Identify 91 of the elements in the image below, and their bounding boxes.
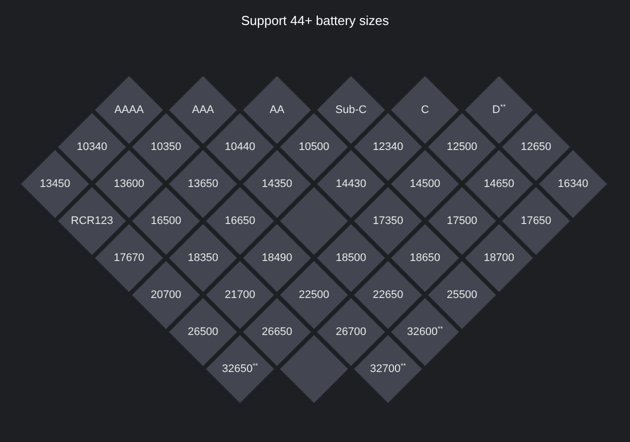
size-label: 17670 [114, 252, 144, 264]
size-label: AAAA [114, 104, 144, 116]
size-label: Sub-C [335, 104, 367, 116]
size-label: 18650 [410, 252, 440, 264]
size-label: 13450 [40, 178, 70, 190]
diamond-tile [169, 298, 237, 366]
size-label: 17500 [446, 214, 478, 228]
size-label: C [421, 104, 429, 116]
diamond-tile [132, 187, 200, 255]
diamond-tile [243, 224, 311, 292]
diamond-tile [21, 150, 89, 218]
diamond-tile [428, 261, 496, 329]
size-label: 12650 [520, 140, 552, 154]
size-label: 12500 [446, 140, 478, 154]
diamond-tile [169, 224, 237, 292]
size-label: 10440 [224, 140, 256, 154]
size-label: 18700 [484, 252, 514, 264]
diamond-tile [428, 187, 496, 255]
diamond-tile [428, 113, 496, 181]
size-label: 16500 [150, 214, 182, 228]
size-label: 32650$^{**}$ [222, 362, 258, 376]
diamond-tile [132, 261, 200, 329]
size-label: 10340 [76, 140, 108, 154]
size-label: 18490 [262, 252, 292, 264]
diamond-tile [391, 76, 459, 144]
size-label: 18500 [336, 252, 366, 264]
diamond-tile [169, 76, 237, 144]
size-label: 20700 [150, 288, 182, 302]
diamond-tile [243, 76, 311, 144]
size-label: 14430 [336, 178, 366, 190]
diamond-tile [539, 150, 607, 218]
diamond-tile [95, 224, 163, 292]
size-label: 18350 [188, 252, 218, 264]
diamond-tile [354, 261, 422, 329]
diamond-tile [280, 113, 348, 181]
size-label: 22650 [372, 288, 404, 302]
size-label: RCR123 [70, 214, 114, 228]
diamond-tile [280, 335, 348, 403]
diamond-tile [206, 187, 274, 255]
diamond-tile [317, 76, 385, 144]
size-label: 14500 [410, 178, 440, 190]
diamond-tile [502, 113, 570, 181]
size-label: AA [270, 104, 284, 116]
size-label: 10500 [298, 140, 330, 154]
size-label: 32700$^{**}$ [370, 362, 406, 376]
diamond-tile [317, 298, 385, 366]
diamond-tile [391, 298, 459, 366]
size-label: D$^{**}$ [492, 104, 506, 116]
size-label: 13600 [114, 178, 144, 190]
size-label: 26500 [188, 326, 218, 338]
diamond-tile [465, 224, 533, 292]
diamond-tile [317, 224, 385, 292]
diamond-tile [465, 150, 533, 218]
diagram-title: Support 44+ battery sizes [241, 13, 389, 29]
diamond-tile [391, 224, 459, 292]
size-label: 12340 [372, 140, 404, 154]
size-label: AAA [192, 104, 214, 116]
diamond-tile [206, 335, 274, 403]
diamond-tile [280, 261, 348, 329]
diamond-tile [95, 150, 163, 218]
diamond-tile [132, 113, 200, 181]
size-label: 14350 [262, 178, 292, 190]
diamond-tile [206, 113, 274, 181]
diamond-tile [317, 150, 385, 218]
diamond-tile [58, 113, 126, 181]
diamond-tile [502, 187, 570, 255]
size-label: 16340 [558, 178, 588, 190]
diamond-tile [58, 187, 126, 255]
diamond-tile [354, 335, 422, 403]
size-label: 13650 [188, 178, 218, 190]
size-label: 25500 [446, 288, 478, 302]
size-label: 17650 [520, 214, 552, 228]
size-label: 16650 [224, 214, 256, 228]
size-label: 14650 [484, 178, 514, 190]
size-label: 22500 [298, 288, 330, 302]
diamond-tile [243, 150, 311, 218]
diamond-tile [280, 187, 348, 255]
diamond-tile [243, 298, 311, 366]
size-label: 10350 [150, 140, 182, 154]
diamond-tile [391, 150, 459, 218]
diamond-tile [354, 113, 422, 181]
diamond-tile [465, 76, 533, 144]
diamond-tile [354, 187, 422, 255]
diamond-tile [169, 150, 237, 218]
size-label: 26700 [336, 326, 366, 338]
diamond-tile [95, 76, 163, 144]
size-label: 21700 [224, 288, 256, 302]
size-label: 17350 [372, 214, 404, 228]
diamond-tile [206, 261, 274, 329]
size-label: 32600$^{**}$ [406, 326, 444, 338]
size-label: 26650 [262, 326, 292, 338]
